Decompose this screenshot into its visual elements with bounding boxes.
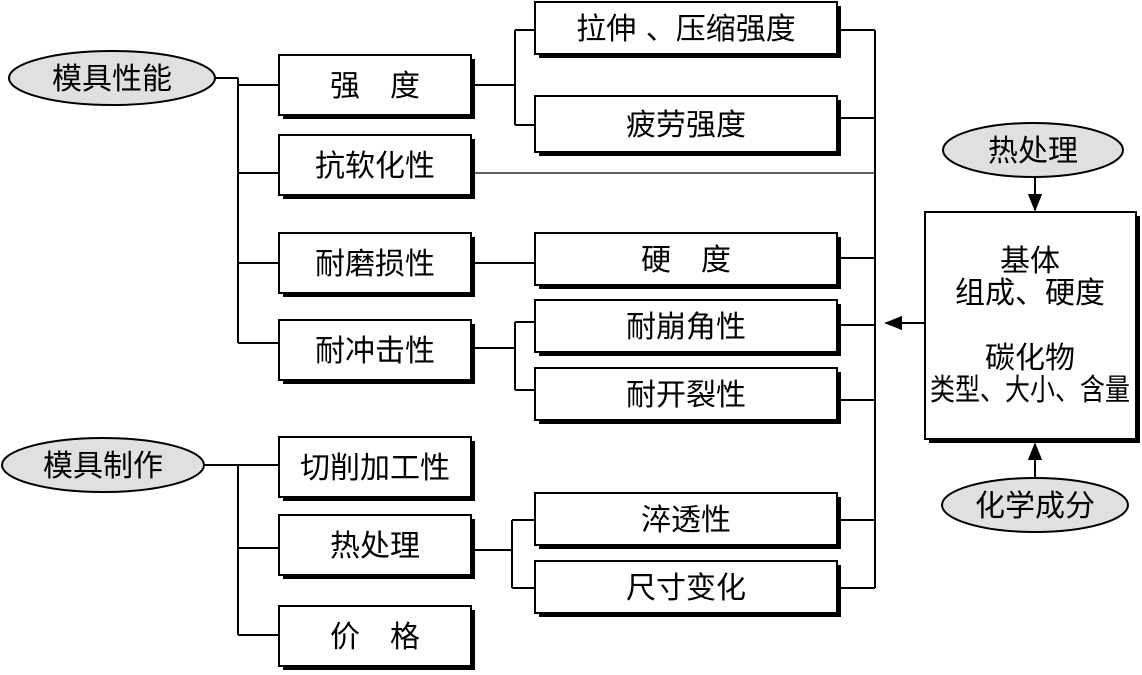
connector-lines	[205, 29, 1043, 636]
chemical-composition-label: 化学成分	[975, 489, 1095, 524]
box-chipping: 耐崩角性	[534, 299, 841, 356]
impact-resistance-label: 耐冲击性	[315, 334, 435, 369]
box-wear-resistance: 耐磨损性	[278, 232, 475, 297]
strength-label: 强 度	[330, 69, 420, 104]
box-heat-treatment: 热处理	[278, 514, 475, 579]
fatigue-label: 疲劳强度	[626, 108, 746, 143]
ellipse-mold-making: 模具制作	[1, 437, 205, 493]
chipping-label: 耐崩角性	[626, 310, 746, 345]
hardness-label: 硬 度	[641, 243, 731, 278]
matrix-line1: 基体	[1000, 244, 1060, 279]
box-price: 价 格	[278, 605, 475, 670]
box-hardenability: 淬透性	[534, 492, 841, 549]
box-matrix-carbide: 基体 组成、硬度 碳化物 类型、大小、含量	[924, 211, 1140, 443]
box-hardness: 硬 度	[534, 232, 841, 289]
box-dimensional-change: 尺寸变化	[534, 560, 841, 617]
box-cracking: 耐开裂性	[534, 367, 841, 424]
cracking-label: 耐开裂性	[626, 378, 746, 413]
ellipse-chemical-composition: 化学成分	[941, 477, 1129, 533]
matrix-line4: 类型、大小、含量	[930, 373, 1130, 408]
heat-treatment-label: 热处理	[330, 529, 420, 564]
box-softening-resistance: 抗软化性	[278, 134, 475, 199]
ellipse-heat-treatment: 热处理	[942, 122, 1124, 178]
dimensional-change-label: 尺寸变化	[626, 571, 746, 606]
box-machinability: 切削加工性	[278, 436, 475, 501]
tensile-compressive-label: 拉伸 、压缩强度	[576, 12, 796, 47]
wear-resistance-label: 耐磨损性	[315, 247, 435, 282]
box-impact-resistance: 耐冲击性	[278, 319, 475, 384]
box-fatigue: 疲劳强度	[534, 95, 841, 156]
machinability-label: 切削加工性	[300, 451, 450, 486]
matrix-line3: 碳化物	[985, 341, 1075, 376]
hardenability-label: 淬透性	[641, 503, 731, 538]
heat-treatment-root-label: 热处理	[988, 134, 1078, 169]
mold-performance-label: 模具性能	[52, 62, 172, 97]
softening-resistance-label: 抗软化性	[315, 149, 435, 184]
mold-making-label: 模具制作	[43, 449, 163, 484]
price-label: 价 格	[330, 620, 420, 655]
ellipse-mold-performance: 模具性能	[8, 50, 216, 106]
box-strength: 强 度	[278, 54, 475, 119]
box-tensile-compressive: 拉伸 、压缩强度	[534, 1, 841, 58]
matrix-line2: 组成、硬度	[955, 276, 1105, 311]
